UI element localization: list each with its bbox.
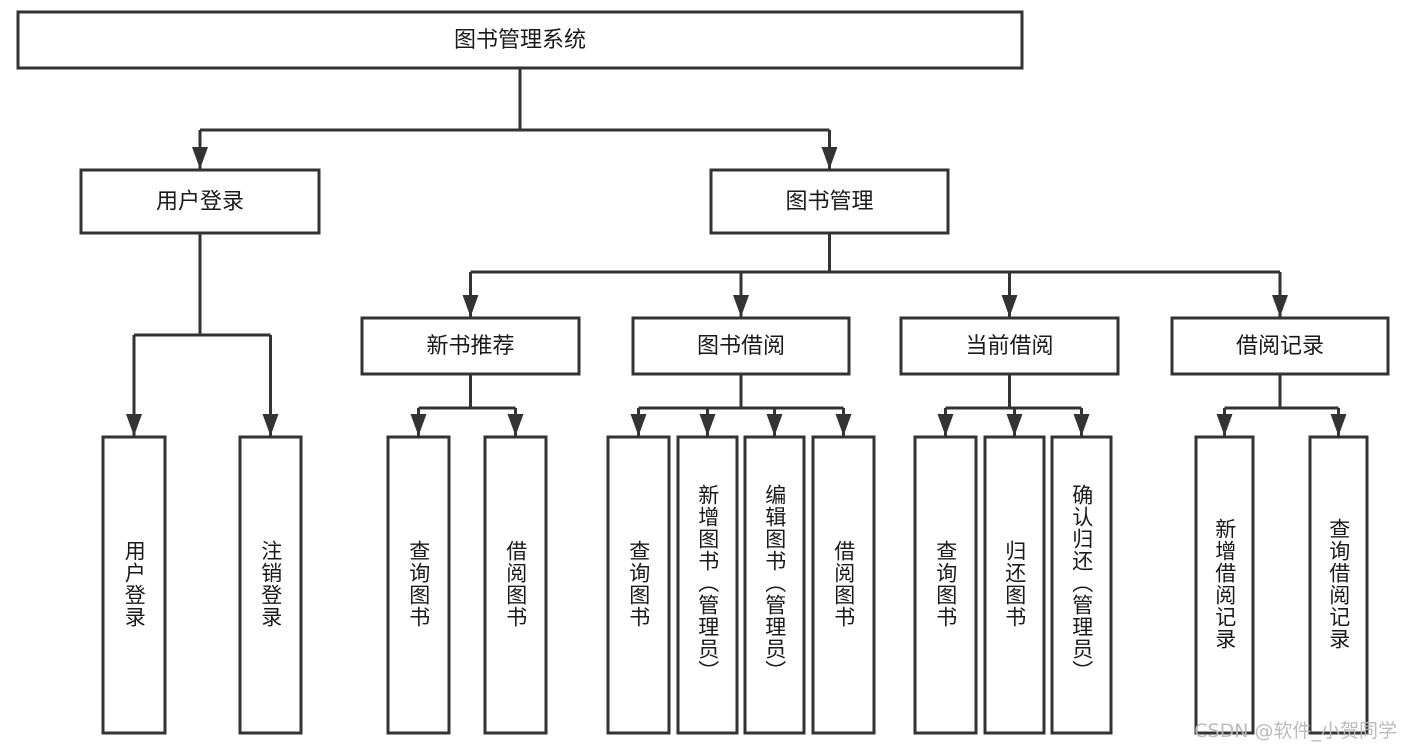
arrow-head-icon [1001, 295, 1018, 317]
arrow-head-icon [733, 295, 749, 317]
arrow-head-icon [835, 414, 852, 436]
node-当前借阅-label: 当前借阅 [965, 334, 1053, 359]
arrow-head-icon [262, 414, 279, 436]
node-用户登录-l2-0[interactable] [79, 168, 321, 235]
node-图书管理系统-root-0[interactable] [16, 10, 1024, 70]
csdn-watermark: CSDN @软件_小贺同学 [1194, 720, 1397, 742]
arrow-head-icon [462, 295, 479, 317]
node-图书管理系统-label: 图书管理系统 [454, 28, 586, 53]
node-编辑图书管理员-leaf-6[interactable] [743, 435, 806, 735]
arrow-head-icon [507, 414, 524, 436]
node-确认归还管理员-leaf-10[interactable] [1050, 435, 1113, 735]
connector-layer [126, 68, 1347, 436]
node-用户登录-label: 用户登录 [156, 190, 244, 215]
node-查询借阅记录-leaf-12[interactable] [1308, 435, 1369, 735]
node-新书推荐-label: 新书推荐 [426, 334, 514, 359]
arrow-head-icon [1006, 414, 1023, 436]
node-归还图书-leaf-9[interactable] [983, 435, 1046, 735]
node-借阅图书-leaf-7[interactable] [811, 435, 876, 735]
arrow-head-icon [766, 414, 783, 436]
node-图书管理-label: 图书管理 [785, 190, 873, 215]
node-借阅记录-label: 借阅记录 [1236, 334, 1324, 359]
node-新书推荐-l3-0[interactable] [360, 316, 581, 376]
arrow-head-icon [937, 414, 954, 436]
node-用户登录-leaf-0[interactable] [101, 435, 167, 735]
arrow-head-icon [1073, 414, 1090, 436]
node-查询图书-leaf-4[interactable] [606, 435, 671, 735]
node-当前借阅-l3-2[interactable] [899, 316, 1120, 376]
arrow-head-icon [126, 414, 142, 436]
arrow-head-icon [192, 147, 208, 169]
arrow-head-icon [1216, 414, 1233, 436]
node-新增图书管理员-leaf-5[interactable] [676, 435, 739, 735]
node-图书借阅-label: 图书借阅 [697, 334, 785, 359]
node-图书借阅-l3-1[interactable] [631, 316, 851, 376]
node-查询图书-leaf-2[interactable] [386, 435, 451, 735]
node-查询图书-leaf-8[interactable] [913, 435, 978, 735]
node-新增借阅记录-leaf-11[interactable] [1194, 435, 1255, 735]
arrow-head-icon [1272, 295, 1288, 317]
arrow-head-icon [630, 414, 647, 436]
arrow-head-icon [821, 147, 838, 169]
node-注销登录-leaf-1[interactable] [238, 435, 303, 735]
node-图书管理-l2-1[interactable] [709, 168, 950, 235]
node-借阅图书-leaf-3[interactable] [483, 435, 548, 735]
arrow-head-icon [1330, 414, 1347, 436]
node-借阅记录-l3-3[interactable] [1170, 316, 1390, 376]
arrow-head-icon [410, 414, 427, 436]
arrow-head-icon [699, 414, 716, 436]
